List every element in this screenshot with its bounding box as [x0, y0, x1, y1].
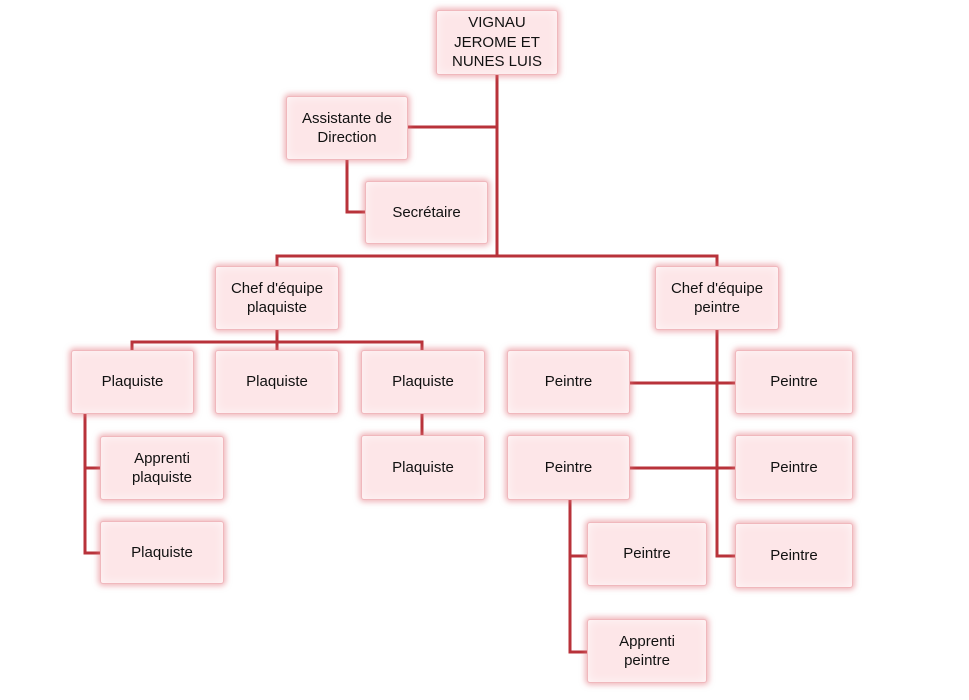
plaquiste-node: Plaquiste	[100, 521, 224, 584]
node-label: Plaquiste	[392, 458, 454, 476]
plaquiste-node: Plaquiste	[215, 350, 339, 414]
apprenti-plaquiste-node: Apprenti plaquiste	[100, 436, 224, 500]
plaquiste-node: Plaquiste	[361, 350, 485, 414]
director-node: VIGNAU JEROME ET NUNES LUIS	[436, 10, 558, 75]
assistant-node: Assistante de Direction	[286, 96, 408, 160]
secretary-node: Secrétaire	[365, 181, 488, 244]
node-label: Peintre	[770, 546, 818, 564]
chef-peintre-node: Chef d'équipe peintre	[655, 266, 779, 330]
node-label: Plaquiste	[131, 543, 193, 561]
node-label: Plaquiste	[246, 373, 308, 391]
node-label: Peintre	[770, 458, 818, 476]
node-label: Peintre	[544, 373, 593, 391]
peintre-node: Peintre	[735, 350, 853, 414]
peintre-node: Peintre	[507, 435, 630, 500]
peintre-node: Peintre	[735, 435, 853, 500]
node-label: Plaquiste	[392, 373, 454, 391]
node-label: Peintre	[623, 545, 671, 563]
chef-plaquiste-node: Chef d'équipe plaquiste	[215, 266, 339, 330]
plaquiste-node: Plaquiste	[361, 435, 485, 500]
node-label: Apprenti peintre	[619, 632, 675, 670]
apprenti-peintre-node: Apprenti peintre	[587, 619, 707, 683]
node-label: Plaquiste	[101, 373, 164, 391]
node-label: VIGNAU JEROME ET NUNES LUIS	[451, 14, 543, 71]
node-label: Secrétaire	[392, 203, 461, 221]
node-label: Peintre	[544, 458, 593, 476]
node-label: Assistante de Direction	[301, 109, 393, 147]
node-label: Chef d'équipe peintre	[670, 279, 764, 317]
node-label: Apprenti plaquiste	[131, 449, 193, 487]
peintre-node: Peintre	[587, 522, 707, 586]
node-label: Peintre	[770, 373, 818, 391]
peintre-node: Peintre	[735, 523, 853, 588]
node-label: Chef d'équipe plaquiste	[230, 279, 324, 317]
peintre-node: Peintre	[507, 350, 630, 414]
plaquiste-node: Plaquiste	[71, 350, 194, 414]
